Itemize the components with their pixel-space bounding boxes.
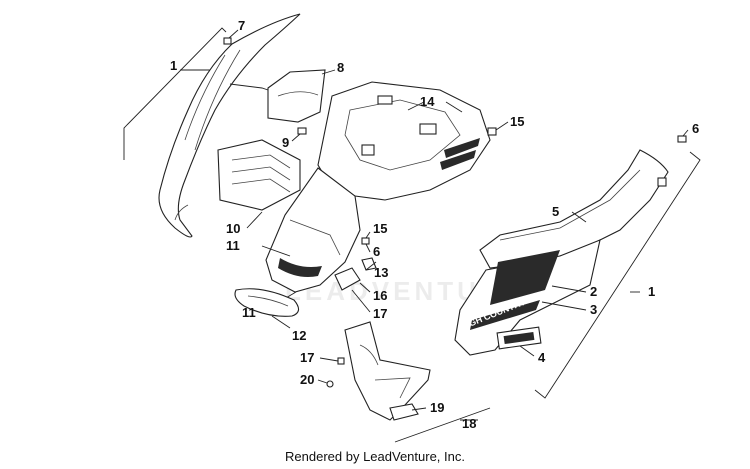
- callout-7: 7: [238, 18, 245, 33]
- headlight-lens-12[interactable]: [234, 288, 300, 329]
- callout-1-right: 1: [648, 284, 655, 299]
- callout-10: 10: [226, 221, 240, 236]
- right-side-panel-5[interactable]: [479, 149, 669, 269]
- vent-grille-10[interactable]: [217, 139, 301, 229]
- callout-8: 8: [337, 60, 344, 75]
- footer-credit: Rendered by LeadVenture, Inc.: [285, 449, 465, 464]
- fastener-15-6-mid[interactable]: [361, 231, 371, 253]
- callout-6-top: 6: [692, 121, 699, 136]
- callout-12: 12: [292, 328, 306, 343]
- body-panel-diagram: LEADVENTURE: [123, 13, 701, 443]
- callout-13: 13: [374, 265, 388, 280]
- left-panel-bracket: [123, 27, 227, 160]
- callout-18: 18: [462, 416, 476, 431]
- callout-15-top: 15: [510, 114, 524, 129]
- callout-11-bottom: 11: [242, 305, 256, 320]
- callout-5: 5: [552, 204, 559, 219]
- front-nose-11[interactable]: [261, 167, 361, 313]
- bracket-13-16[interactable]: [334, 257, 377, 313]
- fastener-15-top[interactable]: [487, 121, 509, 136]
- left-side-panel[interactable]: [158, 13, 301, 238]
- lower-panel-18[interactable]: [344, 321, 491, 443]
- callout-14: 14: [420, 94, 435, 109]
- callout-16: 16: [373, 288, 387, 303]
- callout-15-mid: 15: [373, 221, 387, 236]
- callout-20: 20: [300, 372, 314, 387]
- right-lower-panel[interactable]: HIGH COUNTRY: [454, 239, 601, 356]
- hood-14[interactable]: [317, 81, 491, 201]
- callout-9: 9: [282, 135, 289, 150]
- fastener-9[interactable]: [291, 127, 307, 142]
- access-panel-8[interactable]: [229, 69, 336, 123]
- callout-17-top: 17: [373, 306, 387, 321]
- clip-7[interactable]: [223, 29, 239, 45]
- callout-3: 3: [590, 302, 597, 317]
- right-panel-bracket: [534, 151, 701, 399]
- fastener-6-top[interactable]: [677, 129, 689, 143]
- emblem-4[interactable]: [496, 326, 542, 357]
- callout-17-bottom: 17: [300, 350, 314, 365]
- callout-4: 4: [538, 350, 546, 365]
- callout-19: 19: [430, 400, 444, 415]
- callout-1-left: 1: [170, 58, 177, 73]
- lower-fasteners[interactable]: [317, 357, 427, 411]
- callout-2: 2: [590, 284, 597, 299]
- callout-11-top: 11: [226, 238, 240, 253]
- callout-6-mid: 6: [373, 244, 380, 259]
